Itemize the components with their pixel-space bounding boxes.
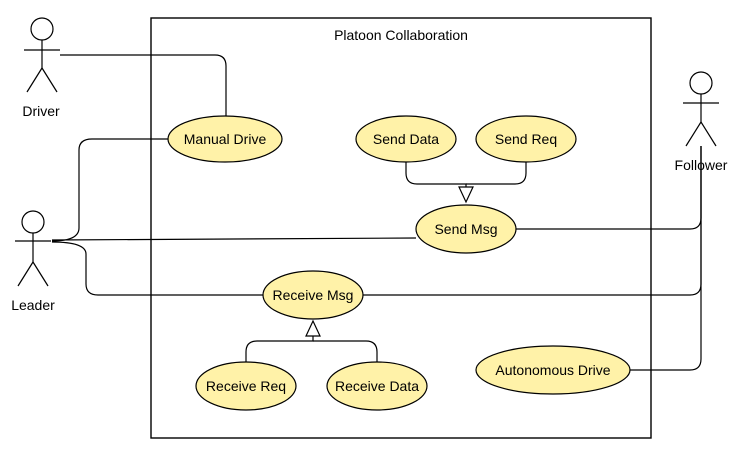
actor-leader-label: Leader (11, 297, 55, 313)
usecase-send-msg[interactable]: Send Msg (415, 204, 517, 254)
usecase-send-data[interactable]: Send Data (355, 115, 457, 163)
usecase-send-msg-label: Send Msg (434, 221, 497, 237)
usecase-autonomous-drive-label: Autonomous Drive (495, 362, 610, 378)
usecase-receive-msg-label: Receive Msg (273, 287, 354, 303)
gen-receive-req-receive-msg (245, 335, 314, 363)
usecase-manual-drive[interactable]: Manual Drive (167, 115, 283, 163)
actor-driver[interactable]: Driver (22, 17, 60, 119)
assoc-driver-manual-drive (60, 54, 227, 116)
actor-follower-head (689, 71, 713, 95)
assoc-autonomous-drive-follower (630, 146, 702, 371)
generalization-arrowhead-receive-msg (305, 319, 321, 337)
usecase-manual-drive-label: Manual Drive (184, 131, 267, 147)
gen-receive-data-receive-msg (313, 340, 378, 363)
usecase-receive-data[interactable]: Receive Data (326, 361, 428, 411)
usecase-receive-msg[interactable]: Receive Msg (262, 270, 364, 320)
actor-leader[interactable]: Leader (11, 210, 55, 313)
usecase-send-data-label: Send Data (373, 131, 439, 147)
gen-send-req-send-msg (466, 162, 527, 185)
actor-driver-label: Driver (22, 103, 60, 119)
usecase-receive-req[interactable]: Receive Req (195, 361, 297, 411)
usecase-receive-data-label: Receive Data (335, 378, 419, 394)
assoc-leader-receive-msg (51, 241, 263, 296)
assoc-receive-msg-follower (363, 146, 702, 296)
gen-send-data-send-msg (405, 162, 467, 190)
system-boundary[interactable]: Platoon Collaboration (150, 17, 652, 439)
actor-follower[interactable]: Follower (675, 71, 728, 173)
usecase-send-req-label: Send Req (495, 131, 557, 147)
generalization-arrowhead-send-msg (458, 186, 474, 204)
usecase-autonomous-drive[interactable]: Autonomous Drive (475, 345, 631, 395)
actor-leader-head (21, 210, 45, 234)
actor-driver-head (30, 17, 54, 41)
connections (51, 54, 702, 371)
usecase-receive-req-label: Receive Req (206, 378, 286, 394)
system-title: Platoon Collaboration (334, 27, 468, 43)
usecase-send-req[interactable]: Send Req (475, 115, 577, 163)
actor-follower-label: Follower (675, 157, 728, 173)
assoc-leader-send-msg (51, 237, 417, 241)
